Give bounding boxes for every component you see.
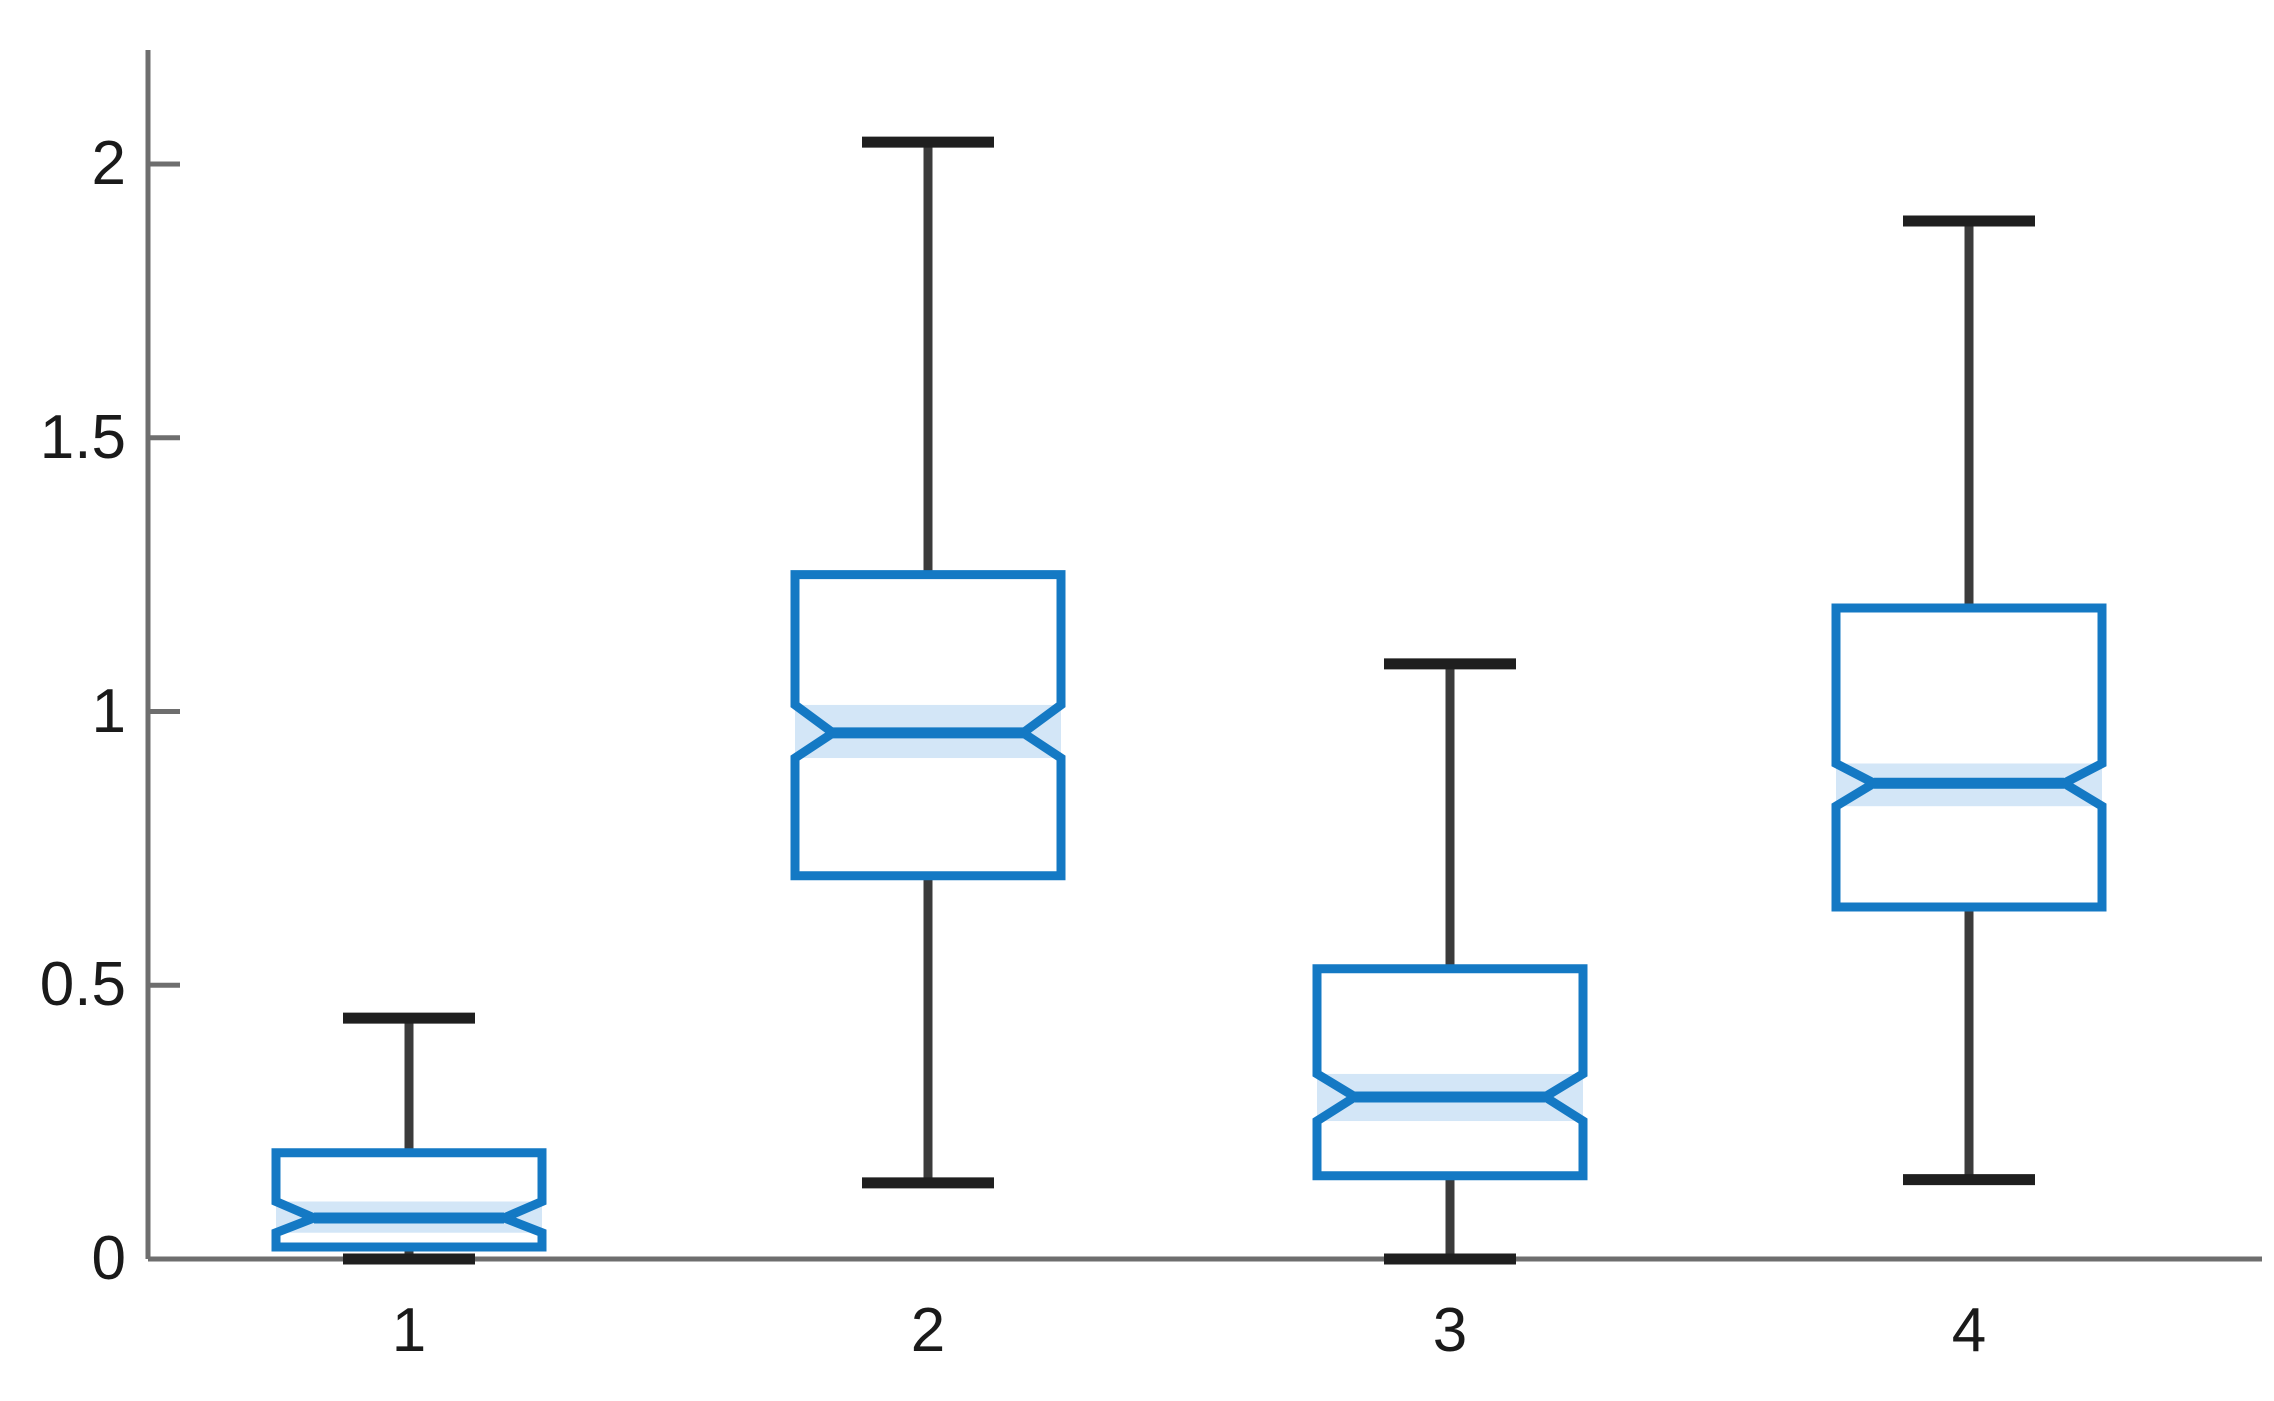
y-tick-label-1: 0.5 bbox=[39, 950, 126, 1019]
box-group-2[interactable] bbox=[790, 136, 1066, 1189]
x-tick-label-1: 1 bbox=[391, 1296, 427, 1365]
x-tick-label-3: 3 bbox=[1432, 1296, 1468, 1365]
box-group-4[interactable] bbox=[1831, 215, 2107, 1186]
box-group-3[interactable] bbox=[1312, 658, 1588, 1265]
y-tick-label-0: 0 bbox=[91, 1224, 126, 1293]
box-outline-3 bbox=[1312, 964, 1588, 1181]
x-tick-label-2: 2 bbox=[910, 1296, 946, 1365]
y-tick-marks bbox=[148, 161, 180, 1262]
box-outline-1 bbox=[271, 1148, 547, 1252]
y-tick-label-3: 1.5 bbox=[39, 403, 126, 472]
box-groups bbox=[271, 136, 2107, 1265]
y-tick-label-2: 1 bbox=[91, 677, 126, 746]
box-outline-4 bbox=[1831, 603, 2107, 912]
x-tick-label-4: 4 bbox=[1951, 1296, 1987, 1365]
y-tick-label-4: 2 bbox=[91, 129, 126, 198]
box-group-1[interactable] bbox=[271, 1012, 547, 1265]
box-outline-2 bbox=[790, 570, 1066, 881]
